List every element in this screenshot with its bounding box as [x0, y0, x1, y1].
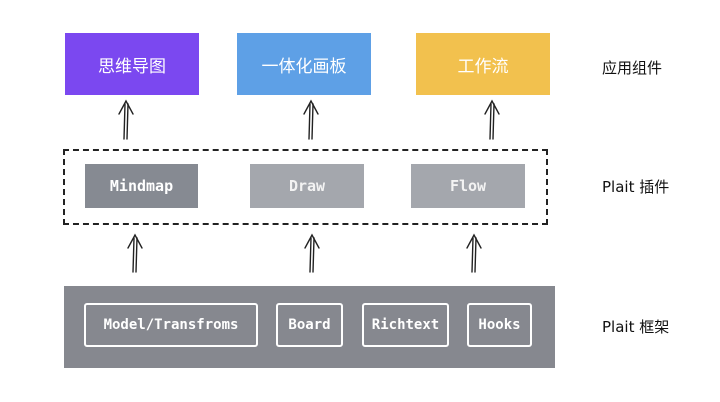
framework-board-box: Board [276, 303, 343, 347]
arrow-up-icon [118, 99, 134, 140]
arrow-up-icon [466, 233, 482, 273]
app-mindmap-box: 思维导图 [65, 33, 199, 95]
layer-label-plugin: Plait 插件 [602, 178, 670, 196]
arrow-up-icon [484, 99, 500, 140]
layer-label-framework: Plait 框架 [602, 318, 670, 336]
arrow-up-icon [127, 233, 143, 273]
plugin-draw-box: Draw [250, 164, 364, 208]
arrow-up-icon [303, 99, 319, 140]
framework-container [64, 286, 555, 368]
framework-model-box: Model/Transfroms [84, 303, 258, 347]
plugin-flow-box: Flow [411, 164, 525, 208]
framework-richtext-box: Richtext [362, 303, 449, 347]
plugin-mindmap-box: Mindmap [85, 164, 198, 208]
app-flow-box: 工作流 [416, 33, 550, 95]
layer-label-app: 应用组件 [602, 59, 663, 77]
plugin-container [63, 149, 548, 225]
app-board-box: 一体化画板 [237, 33, 371, 95]
framework-hooks-box: Hooks [467, 303, 532, 347]
arrow-up-icon [304, 233, 320, 273]
